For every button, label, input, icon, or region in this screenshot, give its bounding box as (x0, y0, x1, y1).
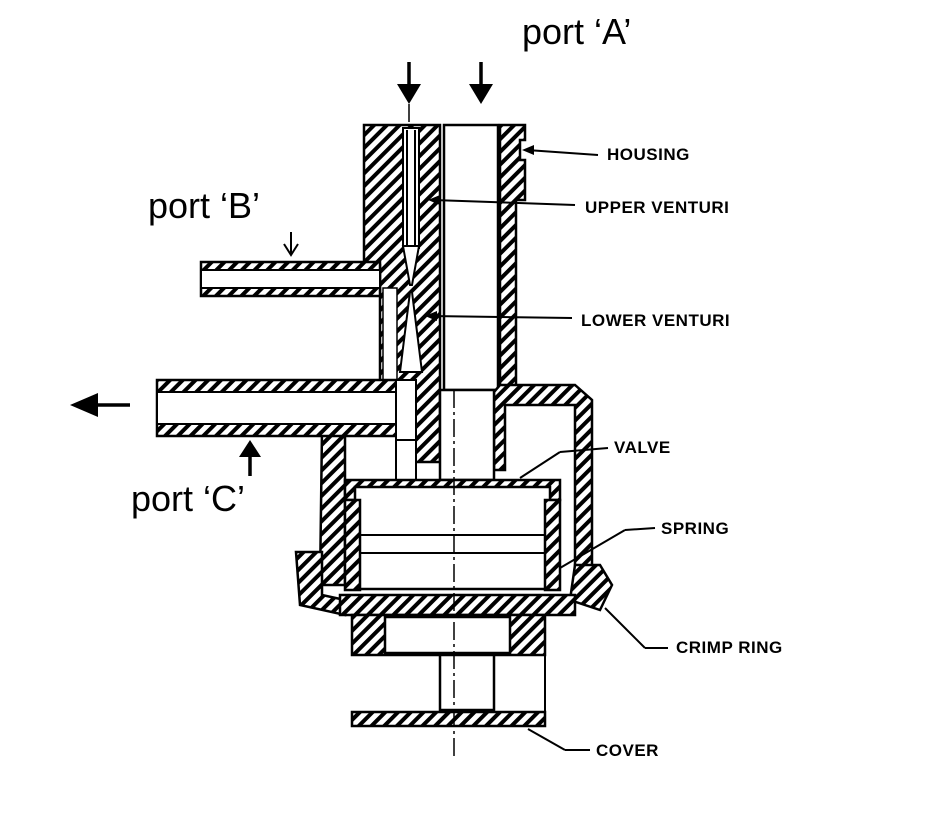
lower-venturi-label: LOWER VENTURI (581, 311, 730, 330)
port-b-tube (199, 260, 382, 298)
valve-label: VALVE (614, 438, 671, 457)
outlet-flow-arrow (70, 393, 130, 417)
valve (343, 478, 562, 591)
port-a-flow-arrows (397, 62, 493, 125)
callout-leaders (425, 145, 668, 751)
housing-label: HOUSING (607, 145, 690, 164)
port-b-flow-arrow (283, 232, 299, 257)
housing (318, 123, 594, 587)
cover (350, 710, 547, 728)
spring (343, 498, 562, 592)
upper-venturi-label: UPPER VENTURI (585, 198, 729, 217)
port-c-flow-arrow (239, 440, 261, 476)
spring-label: SPRING (661, 519, 729, 538)
lower-stem (350, 613, 547, 712)
cover-label: COVER (596, 741, 659, 760)
crimp-ring (294, 550, 614, 617)
port-b-label: port ‘B’ (148, 185, 260, 226)
port-a-label: port ‘A’ (522, 11, 631, 52)
port-c-tube (155, 378, 417, 441)
crimp-ring-label: CRIMP RING (676, 638, 783, 657)
port-c-label: port ‘C’ (131, 478, 245, 519)
